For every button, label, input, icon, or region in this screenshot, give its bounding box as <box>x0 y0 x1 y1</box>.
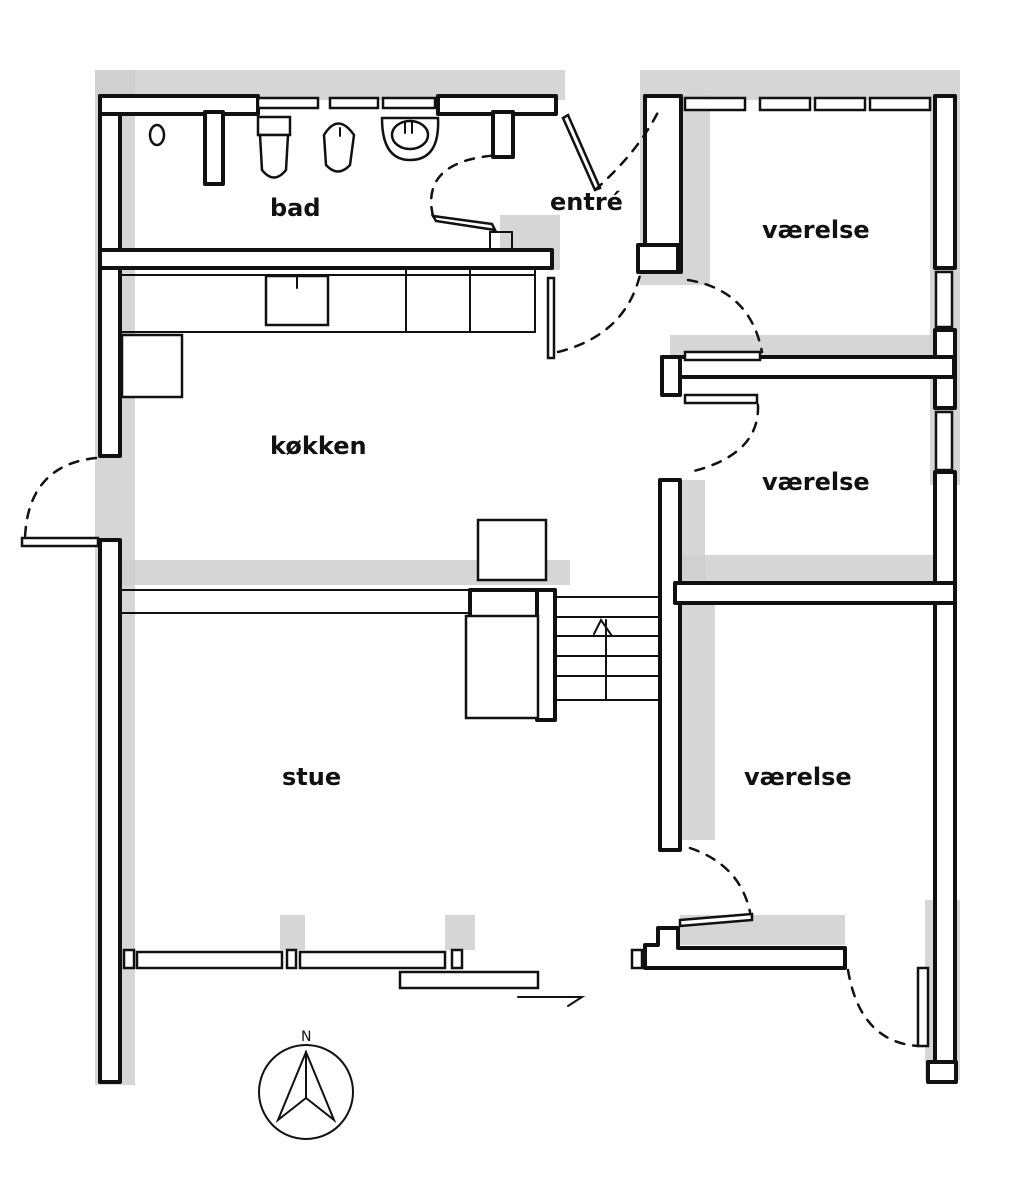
door-swings <box>23 106 920 1048</box>
staircase <box>554 596 659 701</box>
room-label-bedroom-3: værelse <box>744 763 852 791</box>
shower-head-icon <box>148 123 166 147</box>
walls <box>98 94 958 1084</box>
compass-north-label: N <box>301 1029 312 1045</box>
windows <box>122 96 954 1048</box>
room-label-bedroom-1: værelse <box>762 216 870 244</box>
room-label-living-room: stue <box>282 763 342 791</box>
wall-shadows <box>95 70 960 1085</box>
north-arrow-icon <box>275 1049 337 1124</box>
stair-arrow-icon <box>591 618 614 637</box>
bidet-icon <box>322 122 356 173</box>
sink-icon <box>380 116 440 162</box>
north-compass <box>258 1044 354 1140</box>
chimney-block <box>119 589 540 720</box>
bathroom-fixtures <box>148 115 440 179</box>
room-label-bedroom-2: værelse <box>762 468 870 496</box>
room-label-kitchen: køkken <box>270 432 367 460</box>
room-label-entrance: entré <box>550 188 623 216</box>
toilet-icon <box>256 115 292 179</box>
room-label-bathroom: bad <box>270 194 321 222</box>
door-leaves <box>20 113 762 1007</box>
kitchen-fixtures <box>119 267 548 582</box>
